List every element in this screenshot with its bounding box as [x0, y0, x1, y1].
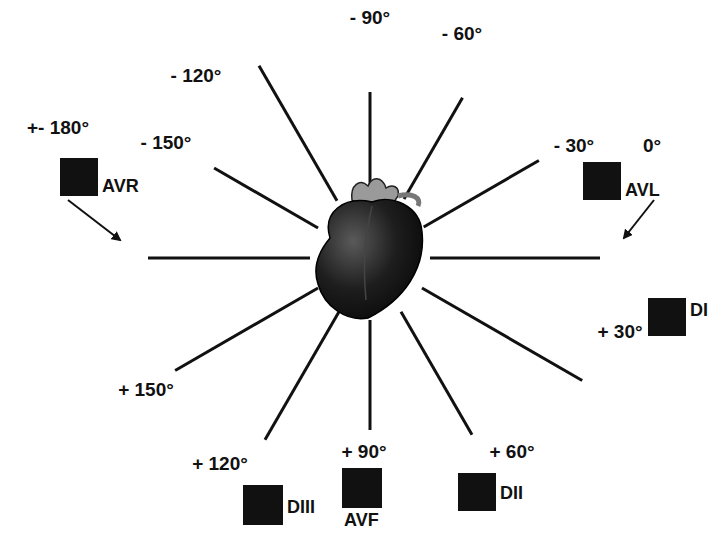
lead-label: AVL: [625, 180, 660, 200]
angle-label: + 90°: [341, 442, 386, 462]
angle-label: + 120°: [192, 454, 248, 474]
lead-node: DI: [648, 298, 686, 336]
lead-label: DI: [690, 300, 708, 320]
axis-line: [424, 161, 539, 228]
lead-label: AVF: [344, 510, 379, 530]
angle-label: + 150°: [118, 380, 174, 400]
lead-marker: [243, 485, 283, 525]
axis-line: [175, 288, 318, 371]
angle-label: - 150°: [141, 133, 192, 153]
lead-label: AVR: [102, 176, 139, 196]
lead-marker: [60, 158, 98, 196]
axis-line: [401, 312, 472, 435]
lead-label: DIII: [287, 497, 315, 517]
axis-line: [148, 257, 310, 260]
pointer-arrow: [68, 200, 120, 240]
axis-line: [259, 66, 337, 201]
axis-line: [422, 288, 582, 381]
lead-node: AVR: [60, 158, 98, 196]
lead-marker: [648, 298, 686, 336]
axis-line: [404, 98, 463, 199]
angle-label: - 120°: [171, 66, 222, 86]
angle-label: - 90°: [350, 8, 390, 28]
axis-line: [265, 312, 339, 440]
lead-node: DIII: [243, 485, 283, 525]
angle-label: +- 180°: [27, 118, 89, 138]
lead-node: AVL: [583, 162, 621, 200]
axis-line: [369, 92, 372, 186]
axis-lines: [148, 66, 600, 440]
angle-label: - 30°: [554, 136, 594, 156]
heart-picture: [316, 179, 423, 319]
pointer-arrow: [624, 200, 654, 238]
axis-line: [430, 257, 600, 260]
axis-line: [214, 168, 318, 228]
angle-label: 0°: [643, 136, 661, 156]
lead-marker: [342, 468, 382, 508]
axis-line: [369, 320, 372, 430]
lead-node: AVF: [342, 468, 382, 508]
lead-marker: [458, 473, 496, 511]
lead-marker: [583, 162, 621, 200]
angle-label: + 30°: [597, 322, 642, 342]
angle-label: + 60°: [489, 442, 534, 462]
angle-label: - 60°: [442, 24, 482, 44]
lead-node: DII: [458, 473, 496, 511]
lead-label: DII: [500, 483, 523, 503]
